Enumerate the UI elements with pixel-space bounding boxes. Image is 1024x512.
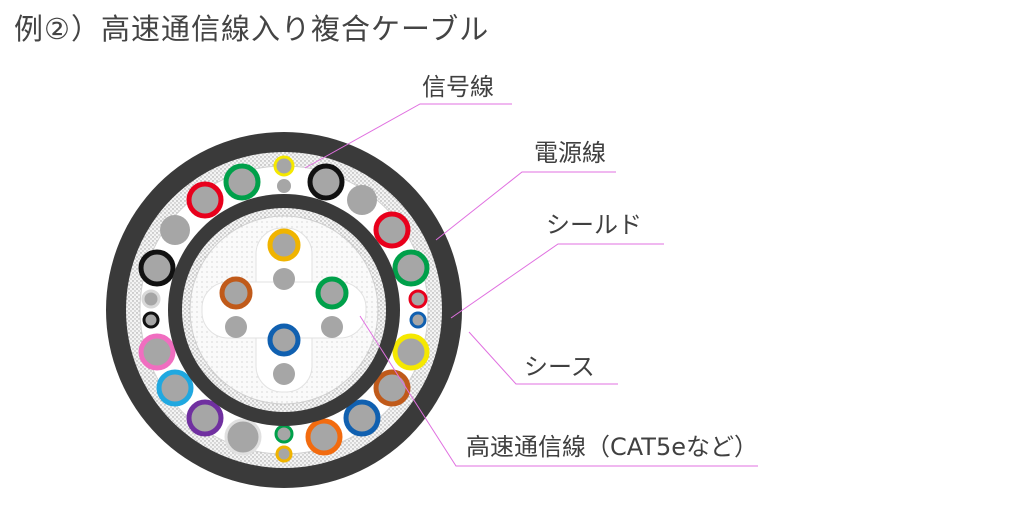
label-signal-wire: 信号線 — [422, 73, 494, 101]
pair-wire — [273, 268, 295, 290]
leader-lines — [304, 103, 758, 467]
power-wire — [392, 249, 430, 287]
power-wire — [224, 418, 262, 456]
label-power-wire: 電源線 — [534, 139, 606, 167]
pair-wire — [321, 316, 343, 338]
signal-wire — [273, 155, 295, 177]
power-wire — [223, 163, 261, 201]
signal-wire — [408, 289, 428, 309]
label-shield: シールド — [546, 211, 642, 239]
signal-wire — [274, 424, 294, 444]
leader-power — [435, 171, 616, 241]
pair-wire — [315, 276, 349, 310]
signal-wire — [409, 311, 427, 329]
power-wire — [392, 333, 430, 371]
signal-wire — [277, 179, 291, 193]
power-wire — [156, 369, 194, 407]
twisted-pairs — [219, 228, 349, 385]
leader-high-speed — [359, 315, 758, 467]
pair-wire — [219, 276, 253, 310]
signal-wire — [275, 445, 293, 463]
power-wire — [343, 399, 381, 437]
power-wire — [186, 399, 224, 437]
pair-wire — [273, 363, 295, 385]
power-wire — [305, 418, 343, 456]
power-wire — [373, 369, 411, 407]
power-wire — [186, 181, 224, 219]
page-title: 例②）高速通信線入り複合ケーブル — [14, 12, 490, 46]
power-wire — [307, 163, 345, 201]
pair-wire — [267, 228, 301, 262]
leader-sheath — [468, 331, 618, 385]
label-sheath: シース — [524, 353, 595, 381]
leader-signal — [304, 103, 512, 169]
label-high-speed-wire: 高速通信線（CAT5eなど） — [466, 433, 758, 461]
power-wire — [373, 211, 411, 249]
leader-shield — [450, 243, 664, 319]
signal-wire — [142, 311, 160, 329]
power-wire — [160, 215, 190, 245]
pair-wire — [267, 323, 301, 357]
power-wire — [138, 333, 176, 371]
power-wire — [347, 185, 377, 215]
power-wire — [138, 249, 176, 287]
pair-wire — [225, 316, 247, 338]
signal-wire — [141, 289, 161, 309]
outer-wires — [138, 155, 430, 463]
